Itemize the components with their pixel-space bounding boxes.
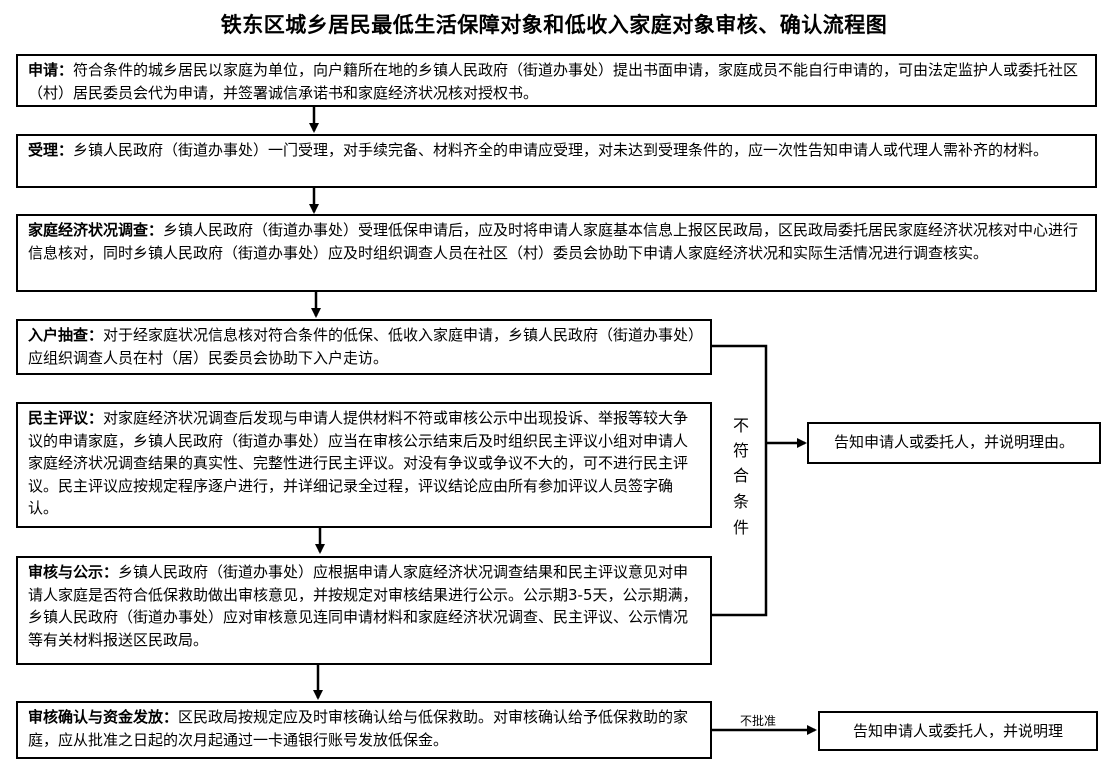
- step-accept: 受理：乡镇人民政府（街道办事处）一门受理，对手续完备、材料齐全的申请应受理，对未…: [16, 134, 1097, 188]
- step-heading: 受理：: [28, 141, 74, 159]
- step-text: 区民政局按规定应及时审核确认给与低保救助。对审核确认给予低保救助的家庭，应从批准…: [28, 708, 689, 749]
- step-democratic-review: 民主评议：对家庭经济状况调查后发现与申请人提供材料不符或审核公示中出现投诉、举报…: [16, 402, 712, 528]
- condition-char: 符: [732, 441, 749, 460]
- page-title: 铁东区城乡居民最低生活保障对象和低收入家庭对象审核、确认流程图: [220, 13, 888, 37]
- reject-label: 不批准: [740, 714, 777, 728]
- step-text: 乡镇人民政府（街道办事处）应根据申请人家庭经济状况调查结果和民主评议意见对申请人…: [28, 563, 698, 649]
- step-apply: 申请：符合条件的城乡居民以家庭为单位，向户籍所在地的乡镇人民政府（街道办事处）提…: [16, 54, 1097, 107]
- condition-char: 件: [732, 518, 749, 537]
- step-heading: 申请：: [28, 61, 74, 79]
- step-text: 乡镇人民政府（街道办事处）一门受理，对手续完备、材料齐全的申请应受理，对未达到受…: [73, 141, 1049, 159]
- step-heading: 审核与公示：: [28, 563, 119, 581]
- step-heading: 民主评议：: [28, 409, 104, 427]
- condition-char: 不: [732, 416, 749, 435]
- step-economic-survey: 家庭经济状况调查：乡镇人民政府（街道办事处）受理低保申请后，应及时将申请人家庭基…: [16, 214, 1097, 292]
- step-heading: 入户抽查：: [28, 326, 104, 344]
- step-home-check: 入户抽查：对于经家庭状况信息核对符合条件的低保、低收入家庭申请，乡镇人民政府（街…: [16, 319, 712, 375]
- step-review-publicity: 审核与公示：乡镇人民政府（街道办事处）应根据申请人家庭经济状况调查结果和民主评议…: [16, 556, 712, 665]
- condition-char: 合: [732, 466, 749, 485]
- step-heading: 家庭经济状况调查：: [28, 221, 164, 239]
- step-confirm-payment: 审核确认与资金发放：区民政局按规定应及时审核确认给与低保救助。对审核确认给予低保…: [16, 701, 712, 759]
- step-text: 符合条件的城乡居民以家庭为单位，向户籍所在地的乡镇人民政府（街道办事处）提出书面…: [28, 61, 1079, 102]
- step-text: 对于经家庭状况信息核对符合条件的低保、低收入家庭申请，乡镇人民政府（街道办事处）…: [28, 326, 696, 367]
- notice-reject-box: 告知申请人或委托人，并说明理: [818, 711, 1098, 751]
- notice-reason-box: 告知申请人或委托人，并说明理由。: [807, 422, 1101, 464]
- step-heading: 审核确认与资金发放：: [28, 708, 179, 726]
- step-text: 对家庭经济状况调查后发现与申请人提供材料不符或审核公示中出现投诉、举报等较大争议…: [28, 409, 689, 517]
- step-text: 乡镇人民政府（街道办事处）受理低保申请后，应及时将申请人家庭基本信息上报区民政局…: [28, 221, 1079, 262]
- condition-char: 条: [732, 492, 749, 511]
